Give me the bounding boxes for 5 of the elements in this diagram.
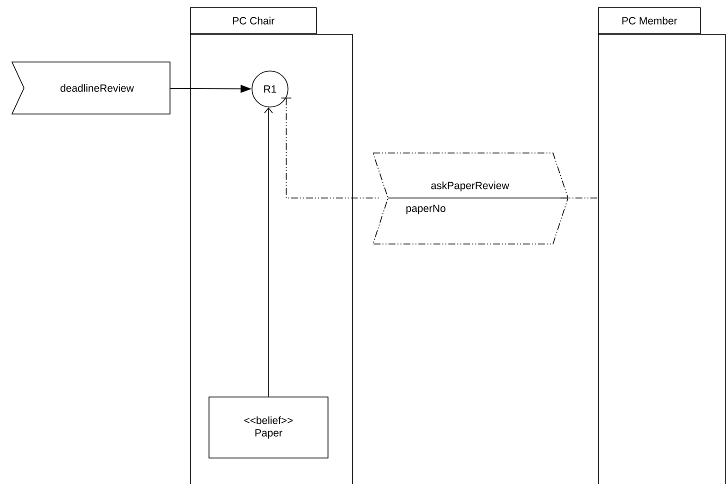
belief-box: <<belief>> Paper <box>208 396 328 458</box>
node-label: PC Member <box>622 16 678 24</box>
swimlane: PC Member <box>598 7 726 484</box>
node-label: PC Chair <box>233 16 274 24</box>
arrow <box>264 107 273 397</box>
